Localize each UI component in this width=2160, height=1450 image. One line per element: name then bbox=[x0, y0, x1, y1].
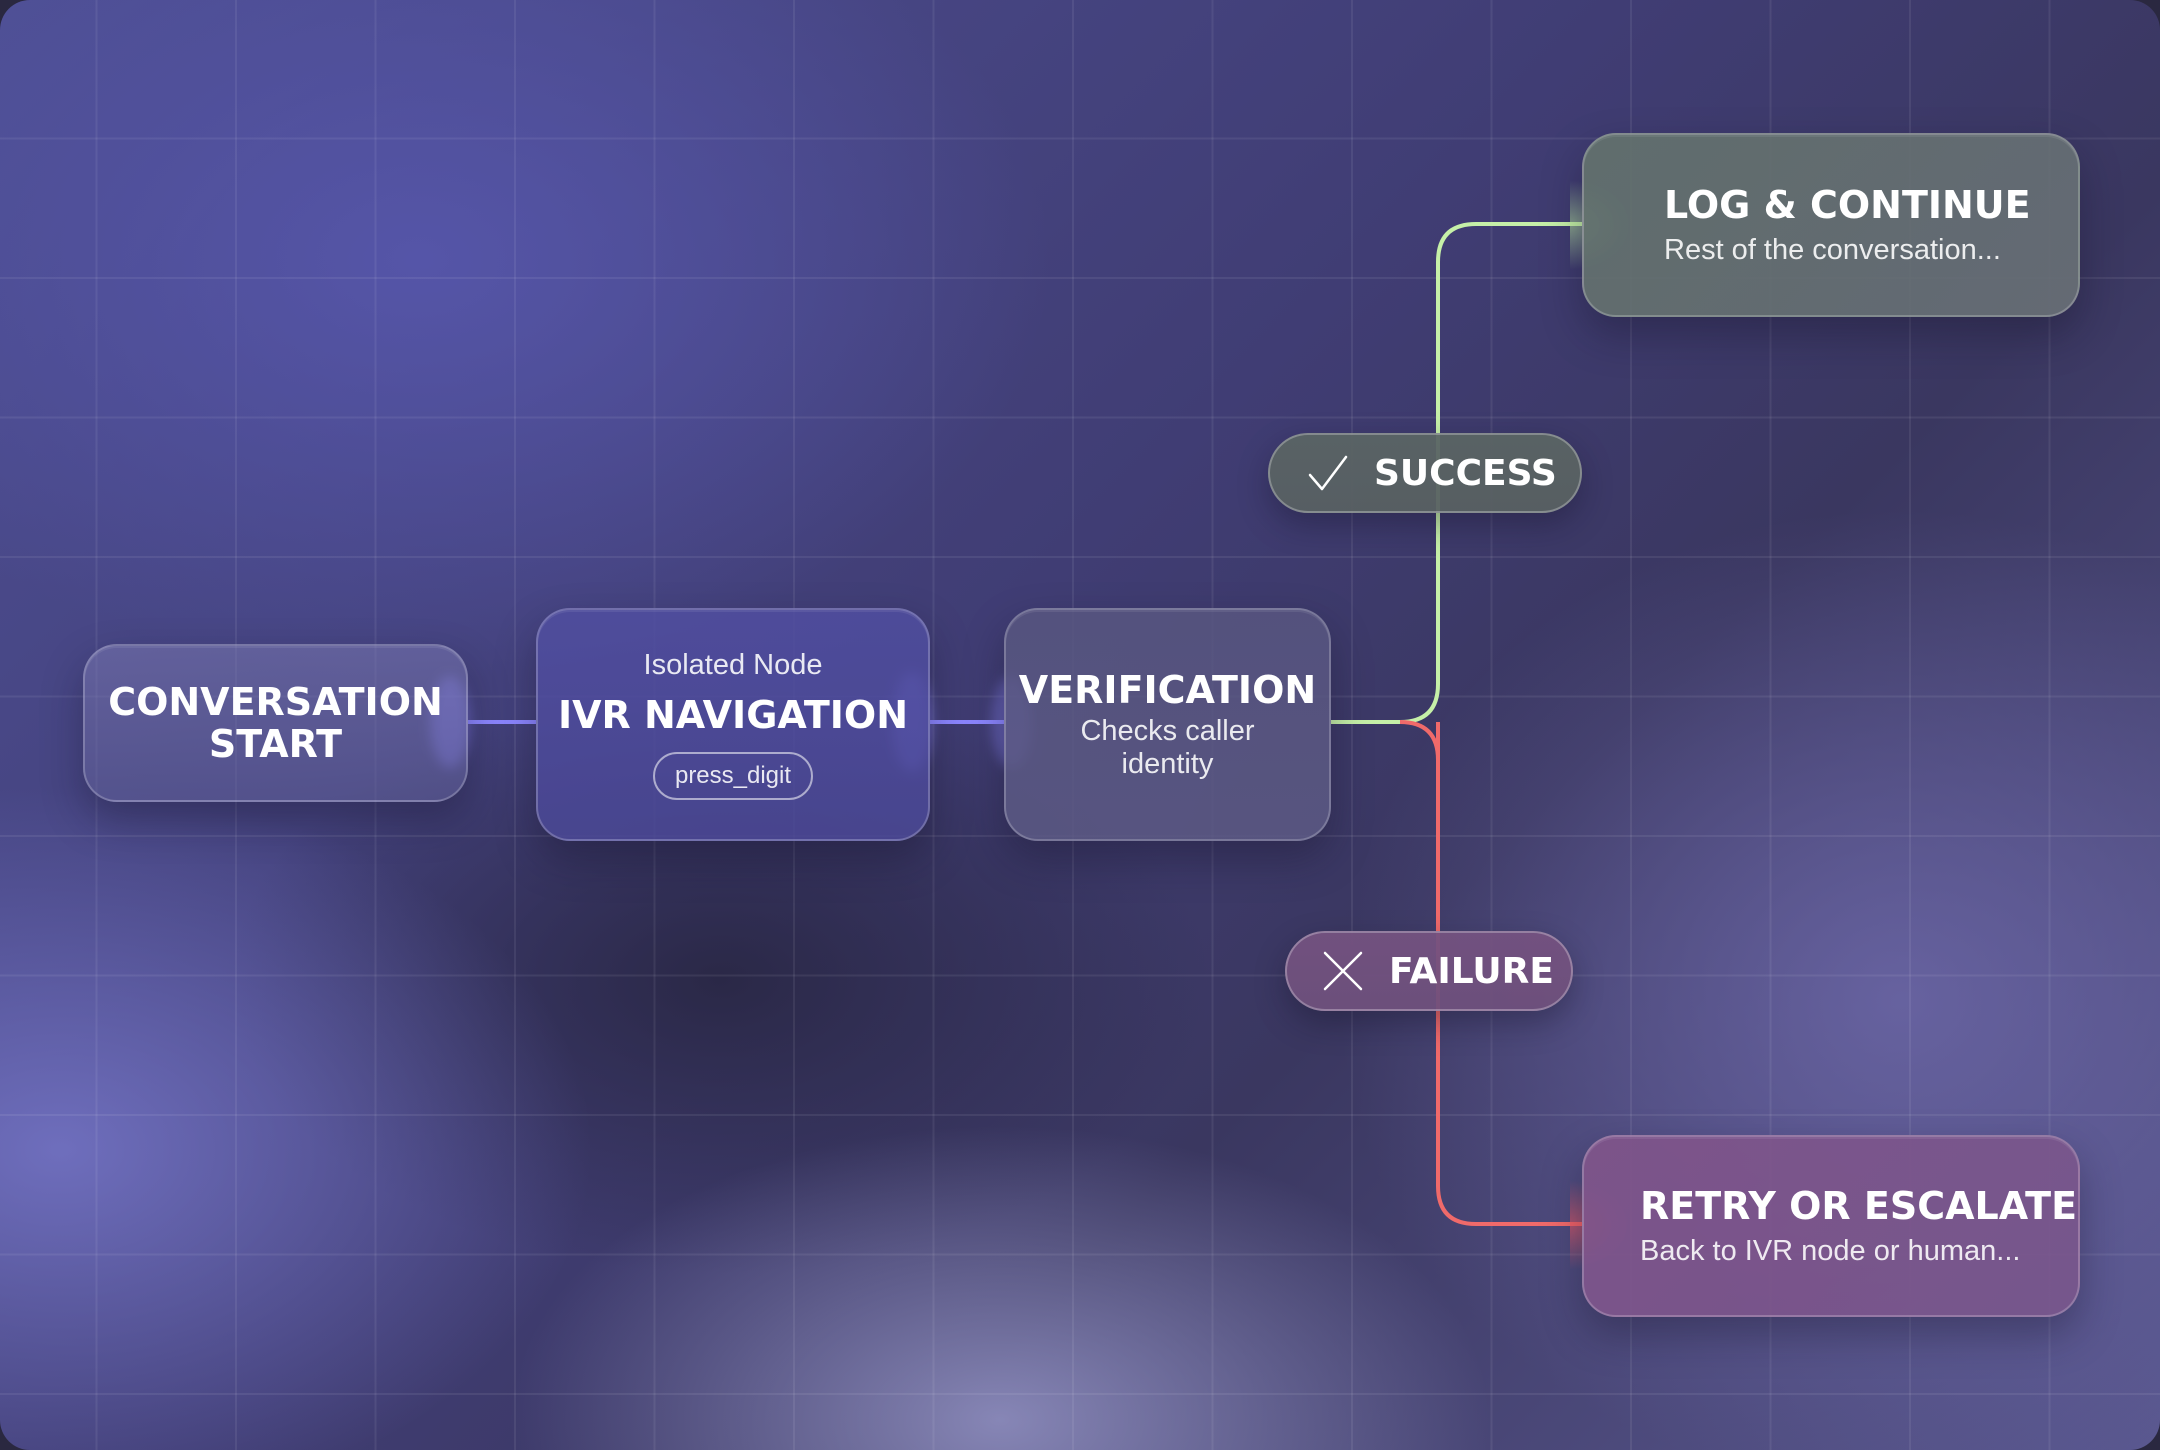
branch-label: SUCCESS bbox=[1374, 452, 1557, 494]
node-title: IVR NAVIGATION bbox=[557, 693, 909, 737]
node-subtitle: Rest of the conversation... bbox=[1664, 233, 2001, 266]
node-title: VERIFICATION bbox=[1018, 667, 1317, 712]
node-retry-escalate[interactable]: RETRY OR ESCALATE Back to IVR node or hu… bbox=[1582, 1135, 2080, 1317]
node-subtitle: Checks caller bbox=[1080, 714, 1255, 747]
node-subtitle: Back to IVR node or human... bbox=[1640, 1234, 2021, 1267]
node-ivr-navigation[interactable]: Isolated Node IVR NAVIGATION press_digit bbox=[536, 608, 930, 841]
node-caption: Isolated Node bbox=[643, 649, 823, 681]
branch-label: FAILURE bbox=[1389, 950, 1554, 992]
node-log-continue[interactable]: LOG & CONTINUE Rest of the conversation.… bbox=[1582, 133, 2080, 317]
node-conversation-start[interactable]: CONVERSATION START bbox=[83, 644, 468, 802]
branch-success-badge: SUCCESS bbox=[1268, 433, 1582, 513]
check-icon bbox=[1308, 455, 1348, 491]
node-verification[interactable]: VERIFICATION Checks caller identity bbox=[1004, 608, 1331, 841]
connector-failure bbox=[1435, 721, 1582, 1226]
branch-failure-badge: FAILURE bbox=[1285, 931, 1573, 1011]
node-title: RETRY OR ESCALATE bbox=[1640, 1183, 2078, 1228]
node-title: CONVERSATION bbox=[108, 680, 443, 724]
node-title: LOG & CONTINUE bbox=[1664, 182, 2031, 227]
node-title: START bbox=[208, 722, 343, 766]
action-tag: press_digit bbox=[652, 752, 814, 800]
node-subtitle: identity bbox=[1121, 747, 1214, 780]
close-icon bbox=[1323, 951, 1363, 991]
